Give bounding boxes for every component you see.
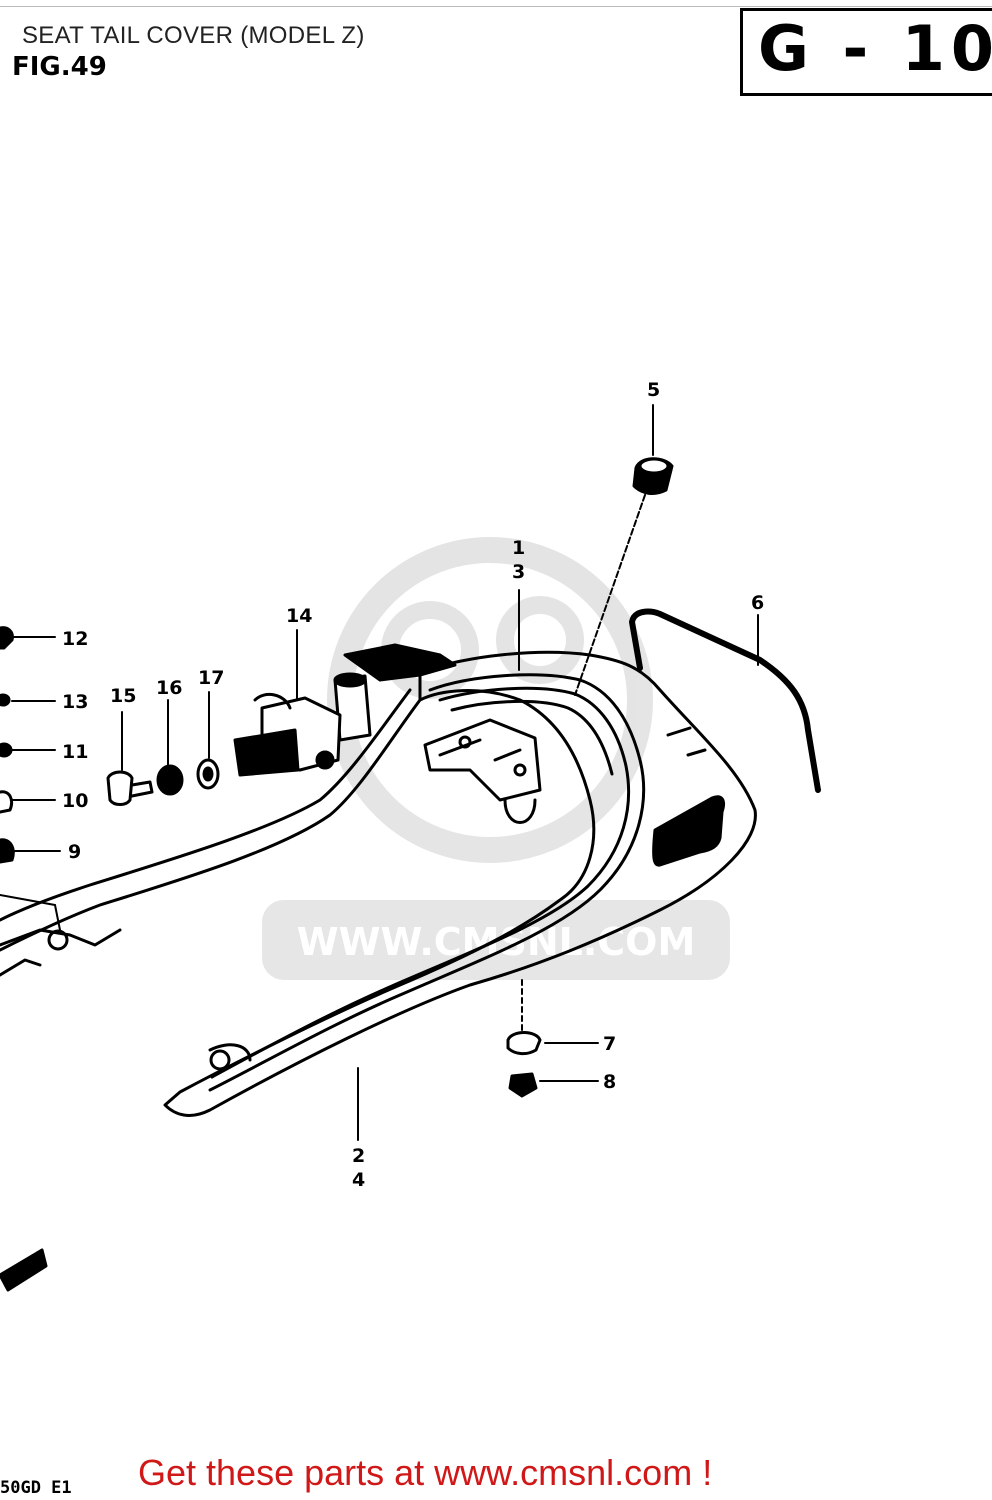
seat-lock-assembly	[233, 643, 457, 777]
page-code: G - 10	[758, 12, 992, 85]
part-label: 15	[110, 685, 136, 707]
part-label: 1	[512, 537, 525, 559]
part-label: 14	[286, 605, 312, 627]
part-label: 13	[62, 691, 88, 713]
part-label: 2	[352, 1145, 365, 1167]
hardware-fasteners	[0, 626, 542, 1098]
part-label: 9	[68, 841, 81, 863]
part-label: 8	[603, 1071, 616, 1093]
part-label: 4	[352, 1169, 365, 1191]
part-label: 3	[512, 561, 525, 583]
page-code-box	[740, 8, 992, 96]
part-label: 5	[647, 379, 660, 401]
front-arrow-icon	[0, 1248, 48, 1292]
part-label: 7	[603, 1033, 616, 1055]
model-code: 50GD E1	[0, 1478, 72, 1498]
top-rule	[0, 6, 992, 7]
part-label: 16	[156, 677, 182, 699]
part-label: 12	[62, 628, 88, 650]
part-label: 6	[751, 592, 764, 614]
figure-number: FIG.49	[12, 52, 107, 82]
part-label: 10	[62, 790, 88, 812]
part-label: 17	[198, 667, 224, 689]
part-labels: 1 3 5 6 12 13 11 10 9 14 15 16 17 7 8 2 …	[62, 379, 764, 1191]
grab-rail	[629, 608, 821, 793]
page-title: SEAT TAIL COVER (MODEL Z)	[22, 22, 365, 49]
part-label: 11	[62, 741, 88, 763]
tail-cover	[0, 650, 757, 1117]
cta-link[interactable]: Get these parts at www.cmsnl.com !	[138, 1452, 713, 1493]
leader-lines	[0, 404, 759, 1141]
rubber-cushion	[632, 457, 674, 495]
